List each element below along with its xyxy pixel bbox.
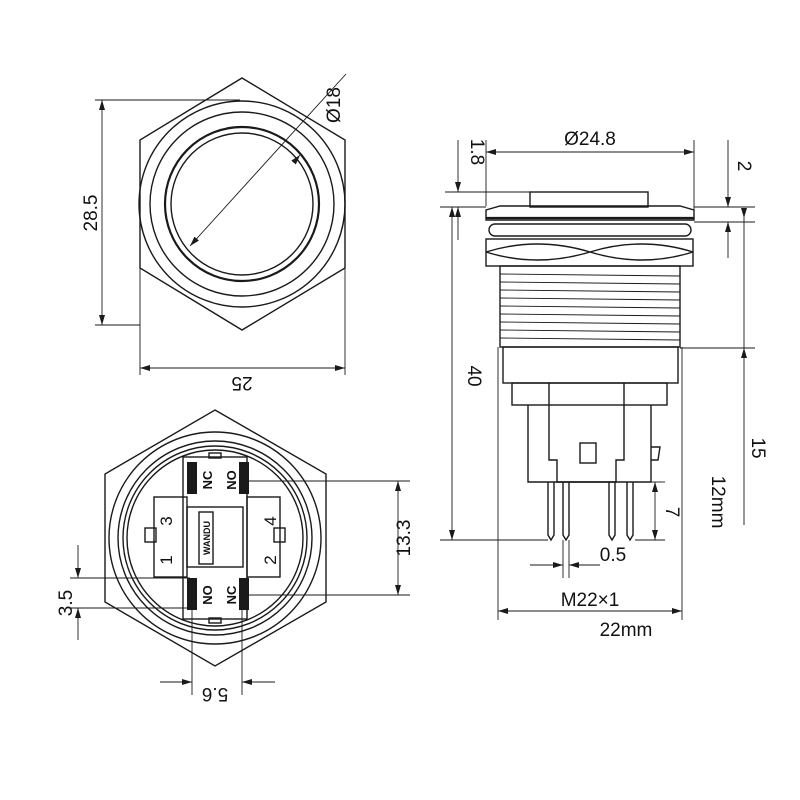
- pin-label-nc-bottom: NC: [224, 585, 239, 604]
- dim-3-5: 3.5: [56, 590, 77, 616]
- hex-nut-outline: [139, 77, 346, 331]
- pin-label-nc-top: NC: [200, 470, 215, 489]
- dim-12mm: 12mm: [707, 476, 728, 529]
- pins: [547, 482, 634, 542]
- dim-0-5: 0.5: [600, 545, 626, 566]
- terminal-3: 3: [157, 516, 176, 525]
- pin-label-no-top: NO: [224, 470, 239, 490]
- pin-label-no-bottom: NO: [200, 585, 215, 605]
- terminal-4: 4: [261, 516, 280, 525]
- dim-13-3: 13.3: [394, 520, 415, 557]
- terminal-1: 1: [157, 555, 176, 564]
- button-face-circle: [163, 125, 321, 283]
- bottom-view: NC NO NO NC WANDU 3 1 4 2 13.3 3.5 5.6: [56, 409, 415, 704]
- thread-spec: M22×1: [561, 590, 620, 611]
- hex-nut-outline: [104, 409, 327, 667]
- dim-diameter-18: Ø18: [324, 87, 345, 123]
- dim-40: 40: [463, 365, 484, 386]
- seal-ring: [488, 223, 692, 237]
- brand-logo-wandu: WANDU: [202, 521, 212, 555]
- dim-2: 2: [733, 161, 754, 172]
- dim-5-6: 5.6: [202, 683, 228, 704]
- side-view: Ø24.8 1.8 2 40 15 12mm 7 0.5: [440, 129, 768, 641]
- terminal-2: 2: [261, 555, 280, 564]
- dim-22mm: 22mm: [600, 620, 653, 641]
- dim-7: 7: [661, 507, 682, 518]
- button-cap: [529, 191, 649, 208]
- body: [502, 346, 679, 384]
- dim-1-8: 1.8: [466, 139, 487, 165]
- thread: [499, 265, 681, 348]
- dim-25: 25: [231, 372, 252, 393]
- bezel: [485, 205, 695, 221]
- dim-diameter-24-8: Ø24.8: [564, 129, 616, 150]
- top-view: 28.5 25 Ø18: [81, 73, 347, 393]
- dim-15: 15: [747, 437, 768, 458]
- dim-28-5: 28.5: [81, 195, 102, 232]
- bezel-outer-circle: [138, 100, 346, 308]
